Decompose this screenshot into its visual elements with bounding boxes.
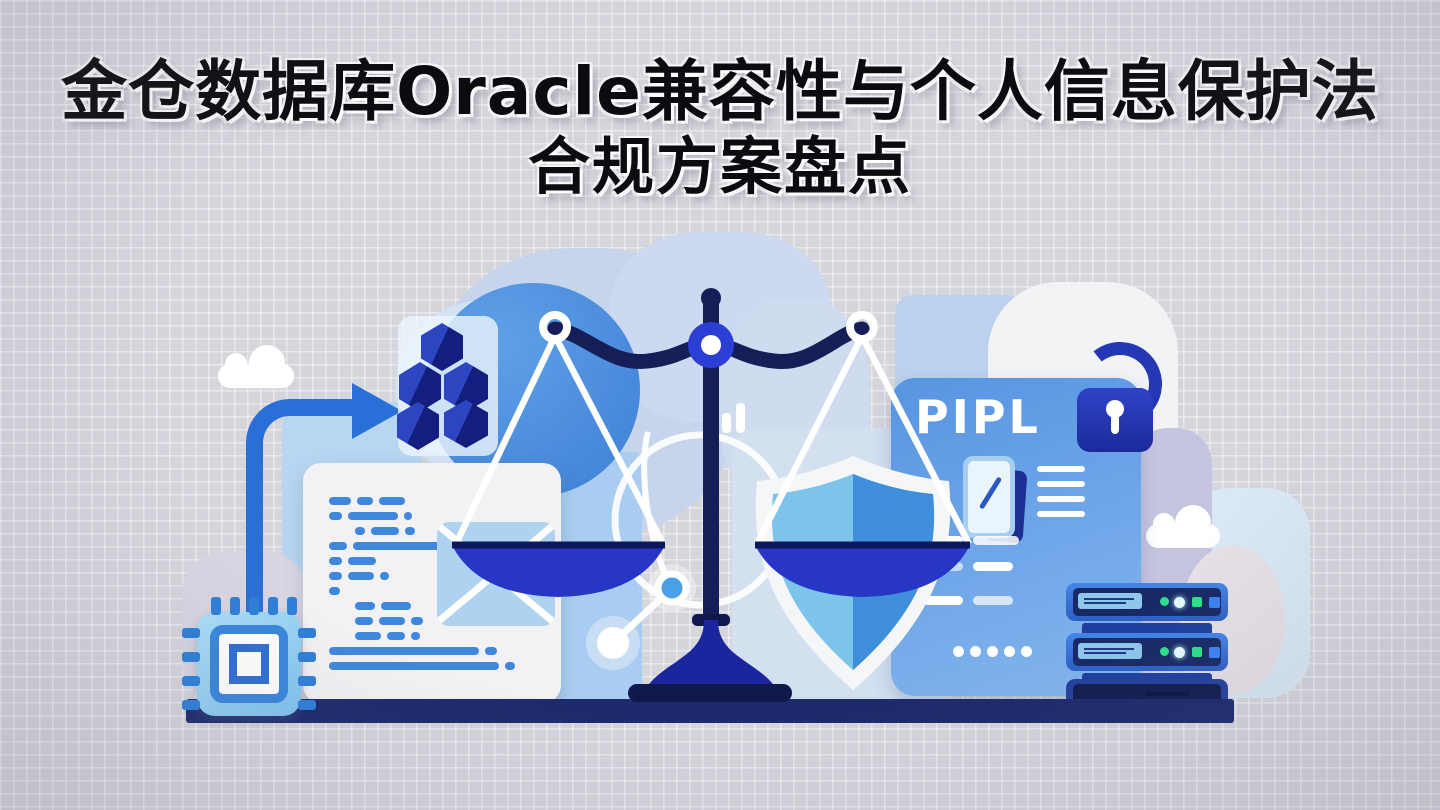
title-line-2: 合规方案盘点 bbox=[0, 133, 1440, 201]
text-line bbox=[1037, 466, 1085, 472]
dots-row bbox=[953, 646, 1032, 657]
code-line bbox=[355, 632, 561, 640]
text-line bbox=[1037, 511, 1085, 517]
envelope-icon bbox=[437, 522, 555, 626]
cloud-right-icon bbox=[1146, 524, 1220, 548]
text-line bbox=[1037, 481, 1085, 487]
text-line bbox=[923, 536, 1019, 545]
title-line-1: 金仓数据库Oracle兼容性与个人信息保护法 bbox=[0, 52, 1440, 133]
page-title: 金仓数据库Oracle兼容性与个人信息保护法 合规方案盘点 bbox=[0, 52, 1440, 201]
code-line bbox=[329, 512, 561, 520]
ground-bar bbox=[186, 699, 1234, 723]
open-padlock-icon bbox=[1077, 388, 1153, 452]
text-line bbox=[923, 562, 1013, 571]
pipl-label: PIPL bbox=[915, 390, 1041, 444]
server-unit bbox=[1066, 633, 1228, 671]
text-line bbox=[1037, 496, 1085, 502]
text-line bbox=[923, 596, 1013, 605]
cloud-left-icon bbox=[218, 364, 294, 388]
code-line bbox=[329, 497, 561, 505]
network-node bbox=[658, 574, 686, 602]
phone-icon bbox=[963, 456, 1015, 538]
code-line bbox=[329, 647, 561, 655]
cpu-chip-icon bbox=[197, 612, 301, 716]
code-line bbox=[329, 662, 561, 670]
server-unit bbox=[1066, 583, 1228, 621]
